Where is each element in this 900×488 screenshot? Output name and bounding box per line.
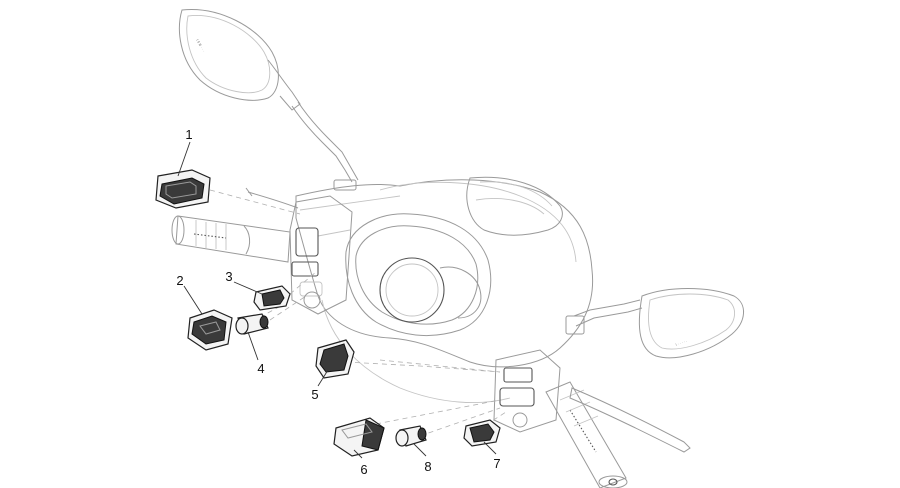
part-5-rectangular-cap: [315, 339, 355, 379]
svg-text:Ⅰ Ⅱ Ⅲ · · ·: Ⅰ Ⅱ Ⅲ · · ·: [195, 39, 206, 53]
callout-4: 4: [257, 361, 264, 376]
right-lever: [569, 387, 691, 453]
part-7-small-switch: [463, 419, 501, 447]
left-grip: [171, 215, 291, 263]
part-3-small-switch: [253, 285, 291, 311]
assembly-lines: [209, 189, 507, 437]
callout-1: 1: [185, 127, 192, 142]
part-8-push-button: [395, 425, 427, 447]
part-2-switch-cap: [187, 309, 233, 351]
headset-body: [295, 176, 594, 404]
left-mirror: Ⅰ Ⅱ Ⅲ · · ·: [179, 9, 359, 191]
callout-6: 6: [360, 462, 367, 477]
right-switch-housing: [493, 349, 561, 433]
callout-labels: 1 2 3 4 5 6 8 7: [176, 127, 500, 477]
callout-2: 2: [176, 273, 183, 288]
callout-7: 7: [493, 456, 500, 471]
leader-lines: [177, 141, 497, 459]
callout-5: 5: [311, 387, 318, 402]
part-4-push-button: [235, 313, 269, 335]
part-1-switch-block: [155, 169, 211, 209]
left-switch-housing: [245, 187, 353, 315]
callout-3: 3: [225, 269, 232, 284]
right-mirror: Ⅰ · · · · ·: [565, 288, 744, 359]
callout-8: 8: [424, 459, 431, 474]
part-6-switch-cover: [333, 417, 385, 457]
svg-text:Ⅰ · · · · ·: Ⅰ · · · · ·: [675, 339, 688, 347]
